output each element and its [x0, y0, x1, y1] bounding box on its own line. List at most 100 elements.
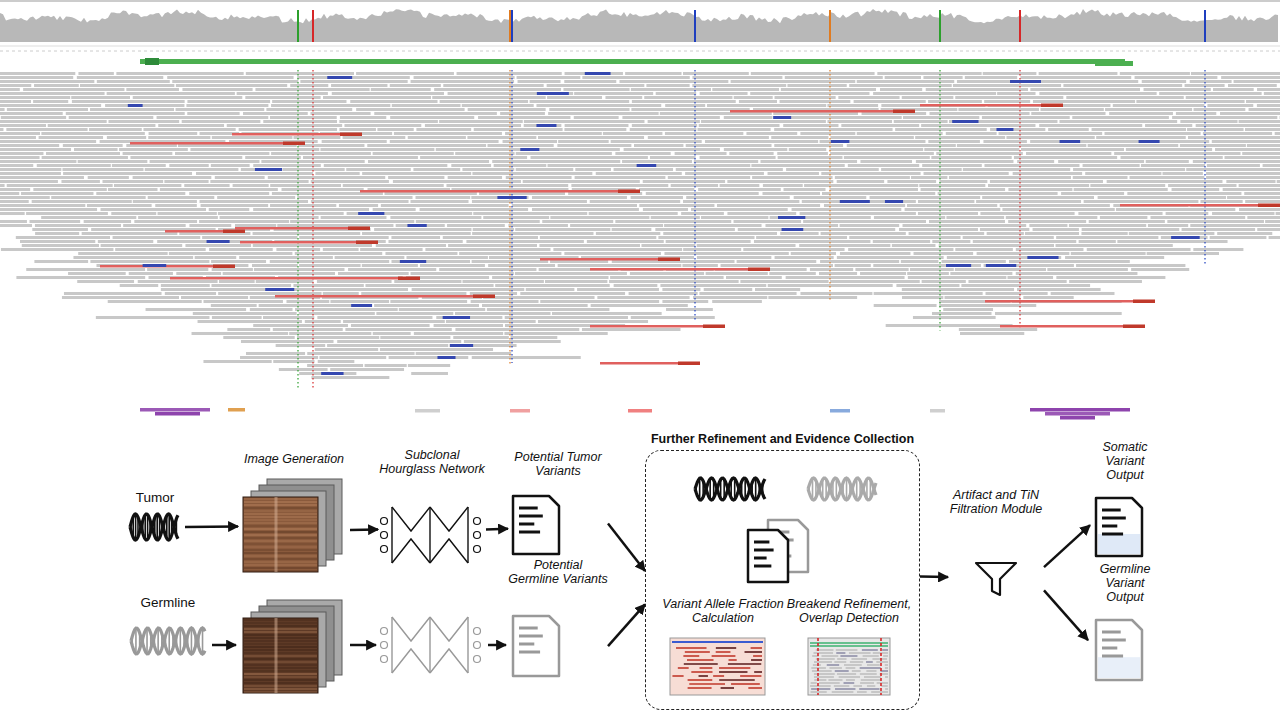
read	[536, 104, 661, 107]
thumbnail-read	[700, 667, 713, 669]
read	[449, 344, 516, 347]
read	[239, 256, 333, 259]
read	[1188, 136, 1280, 139]
vaf-thumbnail	[670, 638, 765, 695]
thumbnail-read	[811, 682, 817, 683]
thumbnail-read	[835, 670, 849, 671]
thumbnail-read	[828, 679, 842, 680]
read	[1039, 80, 1138, 83]
read	[549, 108, 629, 111]
image-stripe	[244, 677, 317, 678]
read	[337, 340, 461, 343]
read	[500, 112, 545, 115]
split-read-end	[398, 277, 420, 281]
read	[415, 196, 470, 199]
node-label: Further Refinement and Evidence Collecti…	[651, 432, 914, 446]
thumbnail-read	[716, 647, 736, 649]
document-line	[519, 627, 538, 630]
read	[873, 264, 981, 267]
read	[1087, 248, 1191, 251]
insertion-read	[128, 104, 143, 107]
read	[1247, 216, 1280, 219]
document-icon	[513, 496, 559, 554]
network-edge	[430, 617, 468, 641]
insertion-read	[840, 200, 870, 203]
read	[1146, 160, 1189, 163]
insertion-read	[946, 264, 971, 267]
read	[936, 152, 1023, 155]
read	[307, 364, 363, 367]
read	[0, 128, 3, 131]
read	[1180, 120, 1237, 123]
flow-arrow	[1044, 590, 1088, 640]
read	[416, 128, 471, 131]
read	[0, 176, 84, 179]
read	[939, 244, 1054, 247]
read	[315, 172, 359, 175]
read	[1009, 260, 1130, 263]
read	[295, 252, 382, 255]
read	[792, 228, 896, 231]
image-stripe	[244, 689, 317, 690]
read	[203, 360, 271, 363]
process-node: Breakend Refinement, Overlap Detection	[785, 597, 913, 700]
thumbnail-read	[814, 679, 826, 680]
read	[663, 232, 777, 235]
read	[61, 180, 99, 183]
document-line	[519, 515, 543, 518]
read	[830, 280, 920, 283]
read	[457, 72, 562, 75]
read	[473, 228, 514, 231]
read	[1246, 100, 1280, 103]
read	[478, 116, 570, 119]
read	[939, 304, 1036, 307]
read	[1098, 196, 1226, 199]
dna-strand	[808, 478, 876, 500]
read	[30, 220, 81, 223]
read	[318, 360, 355, 363]
read	[629, 292, 698, 295]
dna-icon	[130, 514, 178, 540]
read	[494, 164, 547, 167]
read	[290, 220, 414, 223]
read	[187, 112, 239, 115]
read	[726, 276, 782, 279]
read	[0, 220, 27, 223]
read	[339, 204, 378, 207]
read	[632, 100, 736, 103]
read	[107, 92, 235, 95]
read	[840, 224, 900, 227]
node-label: Germline	[128, 595, 208, 611]
thumbnail-read	[866, 661, 873, 662]
insertion-read	[536, 124, 556, 127]
read	[692, 76, 782, 79]
read	[474, 128, 563, 131]
read	[558, 140, 609, 143]
read	[212, 268, 253, 271]
read	[778, 156, 843, 159]
read	[212, 136, 293, 139]
read	[582, 76, 689, 79]
read	[0, 212, 25, 215]
insertion-read	[952, 120, 978, 123]
read	[148, 136, 210, 139]
funnel-icon	[976, 563, 1016, 595]
feature-block	[1030, 408, 1130, 412]
read	[901, 260, 939, 263]
thumbnail-read	[885, 676, 888, 677]
image-stripe	[244, 632, 317, 633]
read	[246, 352, 305, 355]
read	[273, 360, 314, 363]
read	[468, 108, 546, 111]
read	[323, 292, 359, 295]
read	[1265, 220, 1280, 223]
read	[1263, 164, 1280, 167]
read	[220, 216, 319, 219]
read	[361, 292, 466, 295]
read	[648, 120, 700, 123]
thumbnail-read	[860, 667, 881, 668]
image-stripe	[244, 686, 317, 687]
read	[548, 112, 659, 115]
read	[686, 196, 790, 199]
